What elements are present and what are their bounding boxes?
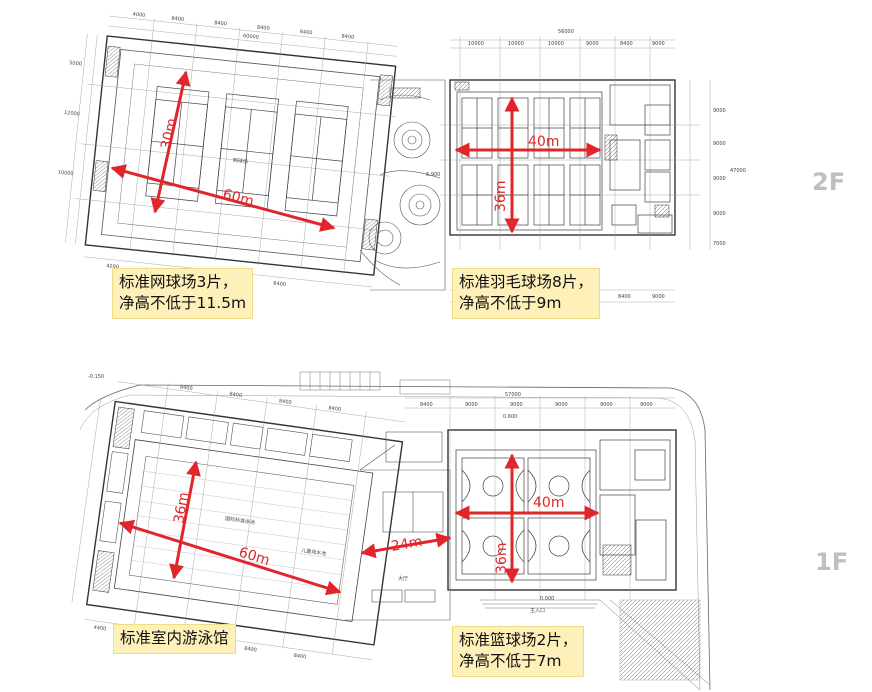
dim-2f-left-total: 60000 — [243, 33, 259, 41]
badminton-hall-plan: 56000 10000 10000 10000 9000 8400 9000 9… — [440, 29, 746, 310]
badminton-width-label: 36m — [493, 181, 509, 212]
elevation-1f-top: 0.600 — [503, 414, 517, 420]
badminton-callout-line-2: 净高不低于9m — [459, 294, 562, 312]
parking-strip — [299, 371, 451, 395]
dim-1f-top-6: 8400 — [420, 402, 433, 408]
tennis-length-label: 60m — [221, 186, 256, 210]
dim-2f-top-2: 10000 — [508, 41, 524, 47]
dim-2f-left-1: 4000 — [132, 12, 145, 19]
dim-2f-bottom-1: 8400 — [618, 294, 631, 300]
dim-1f-top-5: 9000 — [640, 402, 653, 408]
dim-2f-left-4: 8400 — [257, 25, 270, 32]
basketball-length-label: 40m — [533, 495, 564, 511]
dim-1f-top-1: 9000 — [465, 402, 478, 408]
tennis-width-label: 30m — [158, 117, 180, 151]
basketball-callout: 标准篮球场2片， 净高不低于7m — [452, 626, 585, 677]
dim-2f-right-3: 9000 — [713, 176, 726, 182]
dim-2f-top-total: 56000 — [558, 29, 574, 35]
dim-2f-bottom-a1: 4200 — [106, 263, 119, 270]
badminton-length-label: 40m — [528, 134, 559, 150]
dim-1f-top-4: 9000 — [600, 402, 613, 408]
dim-1f-bottom-1: 4400 — [93, 625, 106, 633]
dim-2f-top-3: 10000 — [548, 41, 564, 47]
dim-2f-right-4: 9000 — [713, 211, 726, 217]
pool-length-arrow — [118, 519, 342, 596]
dim-2f-side-2: 12000 — [64, 110, 80, 118]
tennis-court-center-label: 网球场 — [233, 157, 249, 166]
elevation-2f: 6.900 — [426, 172, 440, 178]
main-entry-label: 主入口 — [530, 607, 545, 614]
dim-1f-bottom-5: 8400 — [293, 653, 306, 661]
dim-2f-side-1: 5000 — [69, 60, 82, 67]
basketball-callout-line-1: 标准篮球场2片， — [459, 631, 578, 649]
dim-2f-bottom-a5: 8400 — [273, 281, 286, 288]
site-boundary-1f — [84, 384, 711, 691]
dim-2f-right-5: 7000 — [713, 241, 726, 247]
basketball-callout-line-2: 净高不低于7m — [459, 652, 562, 670]
lobby-label: 大厅 — [398, 575, 408, 582]
basketball-hall-plan: 57000 9000 9000 9000 9000 9000 8400 0.60… — [88, 374, 711, 691]
dim-2f-top-6: 9000 — [652, 41, 665, 47]
atrium-connector-2f — [359, 79, 446, 291]
dim-1f-left-3: 8400 — [278, 398, 291, 406]
dim-1f-left-4: 8400 — [328, 405, 341, 413]
dim-2f-top-4: 9000 — [586, 41, 599, 47]
pool-width-arrow — [169, 460, 201, 580]
tennis-length-arrow — [110, 164, 336, 232]
dim-2f-top-5: 8400 — [620, 41, 633, 47]
pool-width-label: 36m — [171, 491, 192, 525]
dim-2f-right-2: 9000 — [713, 141, 726, 147]
dim-2f-top-1: 10000 — [468, 41, 484, 47]
tennis-callout: 标准网球场3片， 净高不低于11.5m — [112, 268, 254, 319]
floor-tag-1f: 1F — [815, 548, 849, 576]
dim-2f-right-1: 9000 — [713, 108, 726, 114]
dim-2f-left-3: 8400 — [214, 20, 227, 27]
dim-1f-left-2: 8400 — [229, 391, 242, 399]
dim-1f-bottom-4: 8400 — [244, 646, 257, 654]
dim-1f-top-3: 9000 — [555, 402, 568, 408]
pool-callout: 标准室内游泳馆 — [113, 624, 236, 654]
dim-1f-left-1: 8400 — [179, 384, 192, 392]
dim-2f-right-total: 47000 — [730, 168, 746, 174]
dim-2f-left-2: 8400 — [171, 16, 184, 23]
elevation-1f-low: -0.150 — [88, 374, 104, 380]
tennis-hall-plan: 网球场 4000 8400 8400 8400 8400 8400 60000 … — [57, 12, 398, 288]
lobby-1f — [345, 431, 451, 621]
dim-1f-top-total: 57000 — [505, 392, 521, 398]
lobby-width-label: 24m — [390, 534, 424, 555]
basketball-width-label: 36m — [494, 543, 510, 574]
elevation-1f-mid: 0.000 — [540, 596, 554, 602]
badminton-callout: 标准羽毛球场8片， 净高不低于9m — [452, 268, 600, 319]
lobby-width-arrow — [360, 532, 452, 559]
dim-2f-bottom-2: 9000 — [652, 294, 665, 300]
floor-tag-2f: 2F — [812, 168, 846, 196]
dim-2f-left-6: 8400 — [341, 33, 354, 40]
tennis-callout-line-2: 净高不低于11.5m — [119, 294, 247, 312]
tennis-callout-line-1: 标准网球场3片， — [119, 273, 238, 291]
badminton-callout-line-1: 标准羽毛球场8片， — [459, 273, 593, 291]
dim-1f-top-2: 9000 — [510, 402, 523, 408]
tennis-width-arrow — [150, 70, 191, 214]
dim-2f-side-3: 10000 — [57, 170, 73, 178]
dim-2f-left-5: 8400 — [299, 29, 312, 36]
pool-callout-line-1: 标准室内游泳馆 — [120, 629, 229, 647]
